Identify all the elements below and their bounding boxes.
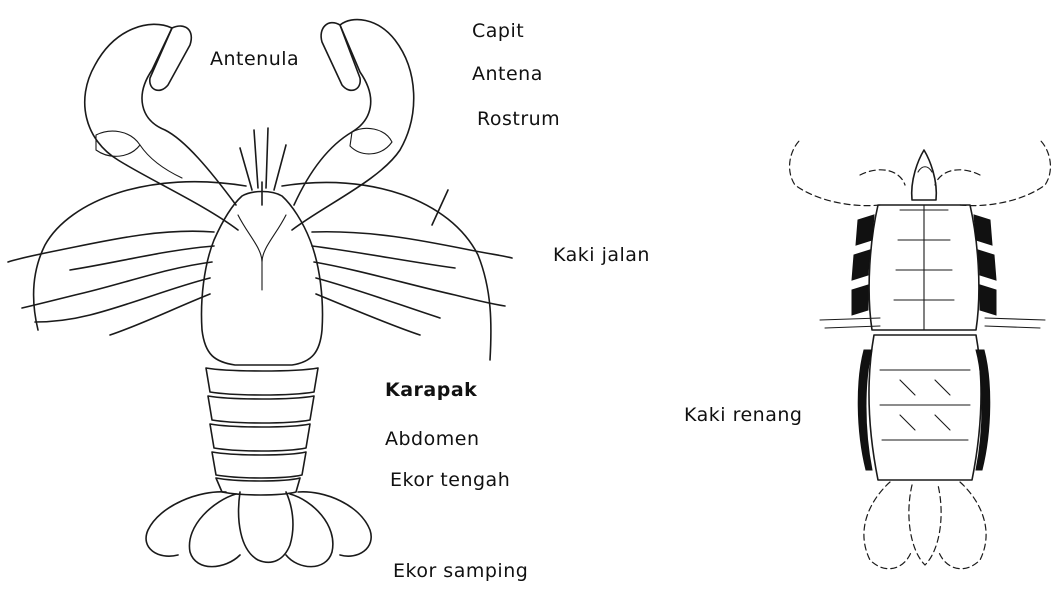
label-kaki-jalan: Kaki jalan bbox=[553, 244, 650, 266]
label-kaki-renang: Kaki renang bbox=[684, 404, 802, 426]
tail-fan bbox=[146, 492, 371, 567]
walking-legs bbox=[8, 190, 512, 335]
label-ekor-samping: Ekor samping bbox=[393, 560, 528, 582]
left-antenna bbox=[34, 182, 246, 330]
label-ekor-tengah: Ekor tengah bbox=[390, 469, 510, 491]
label-rostrum: Rostrum bbox=[477, 108, 560, 130]
label-abdomen: Abdomen bbox=[385, 428, 479, 450]
label-antena: Antena bbox=[472, 63, 543, 85]
right-antenna bbox=[282, 182, 491, 360]
right-claw bbox=[292, 20, 414, 230]
ventral-claw-left bbox=[790, 140, 880, 206]
ventral-lobster bbox=[790, 140, 1051, 569]
label-antenula: Antenula bbox=[210, 48, 299, 70]
ventral-abdomen bbox=[869, 335, 981, 480]
label-karapak: Karapak bbox=[385, 379, 477, 401]
abdomen-segments bbox=[206, 368, 318, 495]
ventral-claw-right bbox=[960, 140, 1050, 206]
label-capit: Capit bbox=[472, 20, 524, 42]
